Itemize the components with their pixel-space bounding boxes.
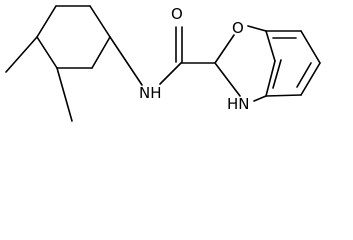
bond	[109, 36, 143, 86]
atom-labels: O NH O HN	[139, 5, 250, 113]
bond	[159, 62, 182, 85]
ring-oxygen-label: O	[232, 19, 244, 37]
benzene-ring	[265, 30, 321, 97]
bond	[36, 36, 58, 69]
bond	[300, 62, 321, 96]
ring-nitrogen-symbol: N	[238, 95, 249, 113]
bond	[265, 94, 302, 97]
bond	[253, 95, 267, 102]
cyclohexyl-ring	[36, 5, 111, 69]
molecule-diagram: O NH O HN	[5, 5, 321, 122]
bond	[272, 59, 282, 89]
bond	[265, 30, 276, 62]
bond	[5, 36, 38, 73]
bond	[265, 60, 276, 97]
bond	[214, 62, 241, 97]
bond	[300, 30, 321, 64]
bond	[89, 5, 111, 38]
bond	[296, 62, 312, 88]
carbonyl-oxygen-label: O	[171, 5, 183, 23]
bond	[214, 34, 235, 64]
bond	[247, 25, 267, 32]
ring-nitrogen-label: HN	[227, 95, 250, 113]
ring-nitrogen-hydrogen: H	[227, 95, 238, 113]
bond	[91, 36, 111, 69]
benzoxazine-ring	[214, 25, 276, 102]
bond	[36, 5, 57, 38]
bond	[56, 67, 73, 122]
amide-linker	[109, 26, 216, 86]
methyl-groups	[5, 36, 73, 122]
amide-nitrogen-label: NH	[139, 84, 162, 102]
